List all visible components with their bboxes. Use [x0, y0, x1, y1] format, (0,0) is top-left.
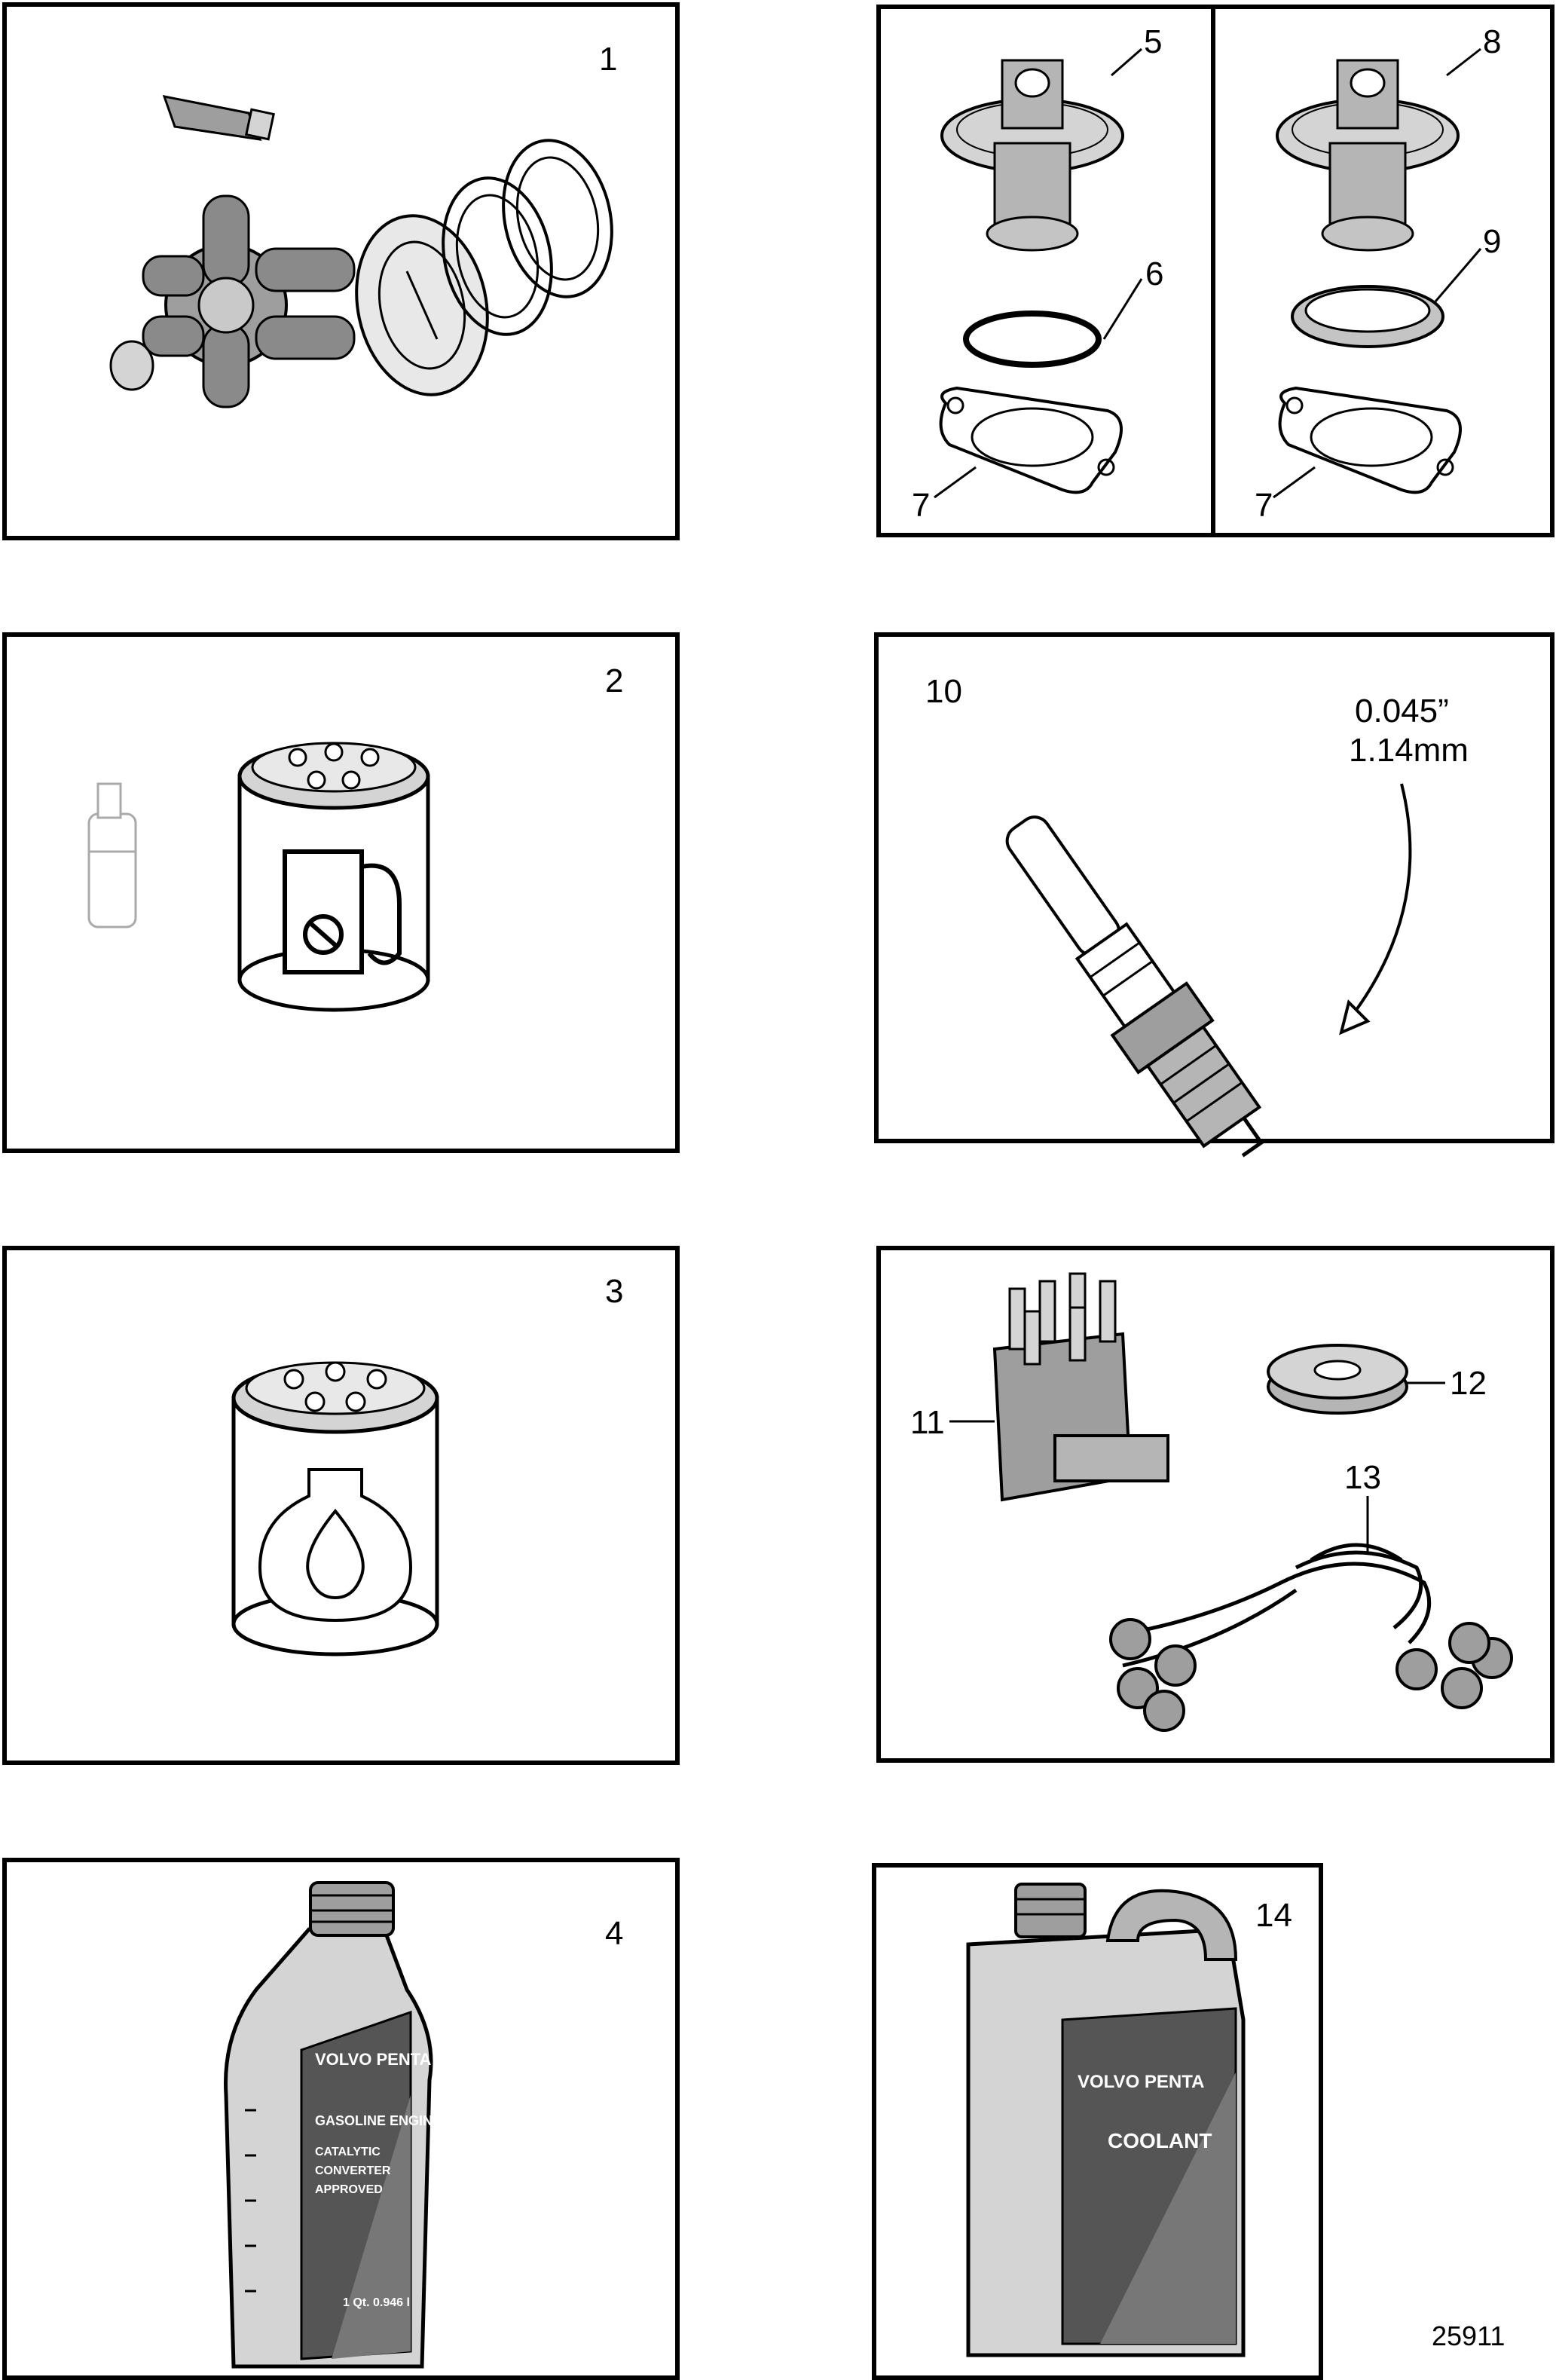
thermostat-gasket-icon — [1278, 386, 1462, 494]
thermostat-icon — [1276, 59, 1460, 252]
panel-oil-filter: 3 — [2, 1246, 680, 1765]
panel-thermostat-b: 8 9 7 — [1211, 5, 1554, 537]
jug-brand: VOLVO PENTA — [1078, 2072, 1204, 2092]
label-4: 4 — [605, 1915, 623, 1952]
fuel-pump-symbol-icon — [283, 849, 402, 974]
panel-engine-oil: 4 VOLVO PENTA GASOLINE ENGINE OIL CATALY… — [2, 1858, 680, 2380]
label-11: 11 — [910, 1404, 945, 1441]
coolant-jug-icon: VOLVO PENTA COOLANT — [966, 1883, 1246, 2357]
label-12: 12 — [1450, 1365, 1487, 1402]
oil-filter-icon — [231, 1361, 439, 1657]
o-ring-icon — [963, 311, 1102, 368]
spark-gap-inch: 0.045” — [1355, 693, 1449, 730]
label-5: 5 — [1144, 23, 1162, 60]
panel-ignition-parts: 11 12 13 — [876, 1246, 1554, 1763]
thermostat-icon — [940, 59, 1124, 252]
bottle-line-3: APPROVED — [315, 2183, 383, 2196]
label-6: 6 — [1145, 255, 1163, 292]
thermostat-gasket-icon — [939, 386, 1123, 494]
seal-ring-icon — [1291, 285, 1444, 348]
label-10: 10 — [925, 673, 962, 710]
grease-tube-icon — [162, 95, 275, 141]
jug-product: COOLANT — [1108, 2129, 1212, 2152]
oil-drop-symbol-icon — [258, 1468, 413, 1623]
distributor-cap-icon — [992, 1272, 1169, 1502]
bottle-line-2: CONVERTER — [315, 2164, 391, 2177]
label-1: 1 — [599, 41, 617, 78]
panel-thermostat-a: 5 6 7 — [876, 5, 1215, 537]
label-7b: 7 — [1255, 487, 1273, 524]
label-8: 8 — [1483, 23, 1501, 60]
gasket-icon — [442, 139, 613, 336]
label-7a: 7 — [912, 487, 930, 524]
impeller-icon — [142, 194, 356, 408]
spark-plug-icon — [1005, 815, 1264, 1158]
panel-coolant: 14 VOLVO PENTA COOLANT — [872, 1863, 1323, 2380]
seal-cap-icon — [109, 340, 154, 391]
oil-bottle-icon: VOLVO PENTA GASOLINE ENGINE OIL CATALYTI… — [224, 1881, 468, 2369]
label-2: 2 — [605, 662, 623, 699]
label-13: 13 — [1344, 1459, 1381, 1496]
label-14: 14 — [1255, 1897, 1292, 1934]
bottle-line-1: CATALYTIC — [315, 2146, 381, 2158]
pump-cover-plate-icon — [355, 214, 489, 396]
spark-gap-mm: 1.14mm — [1349, 732, 1469, 769]
panel-fuel-filter: 2 — [2, 632, 680, 1153]
panel-impeller-kit: 1 — [2, 2, 680, 540]
panel-spark-plug: 10 0.045” 1.14mm — [874, 632, 1554, 1158]
label-3: 3 — [605, 1273, 623, 1310]
fuel-filter-icon — [237, 742, 430, 1012]
bottle-brand: VOLVO PENTA — [315, 2050, 432, 2069]
rotor-icon — [1267, 1344, 1408, 1415]
ignition-wires-icon — [1109, 1543, 1513, 1732]
fuel-pump-icon — [87, 782, 137, 928]
label-9: 9 — [1483, 223, 1501, 260]
figure-reference-number: 25911 — [1432, 2320, 1505, 2351]
bottle-product: GASOLINE ENGINE OIL — [315, 2113, 468, 2128]
gap-arrow-icon — [1339, 783, 1412, 1036]
bottle-volume: 1 Qt. 0.946 l — [343, 2296, 410, 2309]
